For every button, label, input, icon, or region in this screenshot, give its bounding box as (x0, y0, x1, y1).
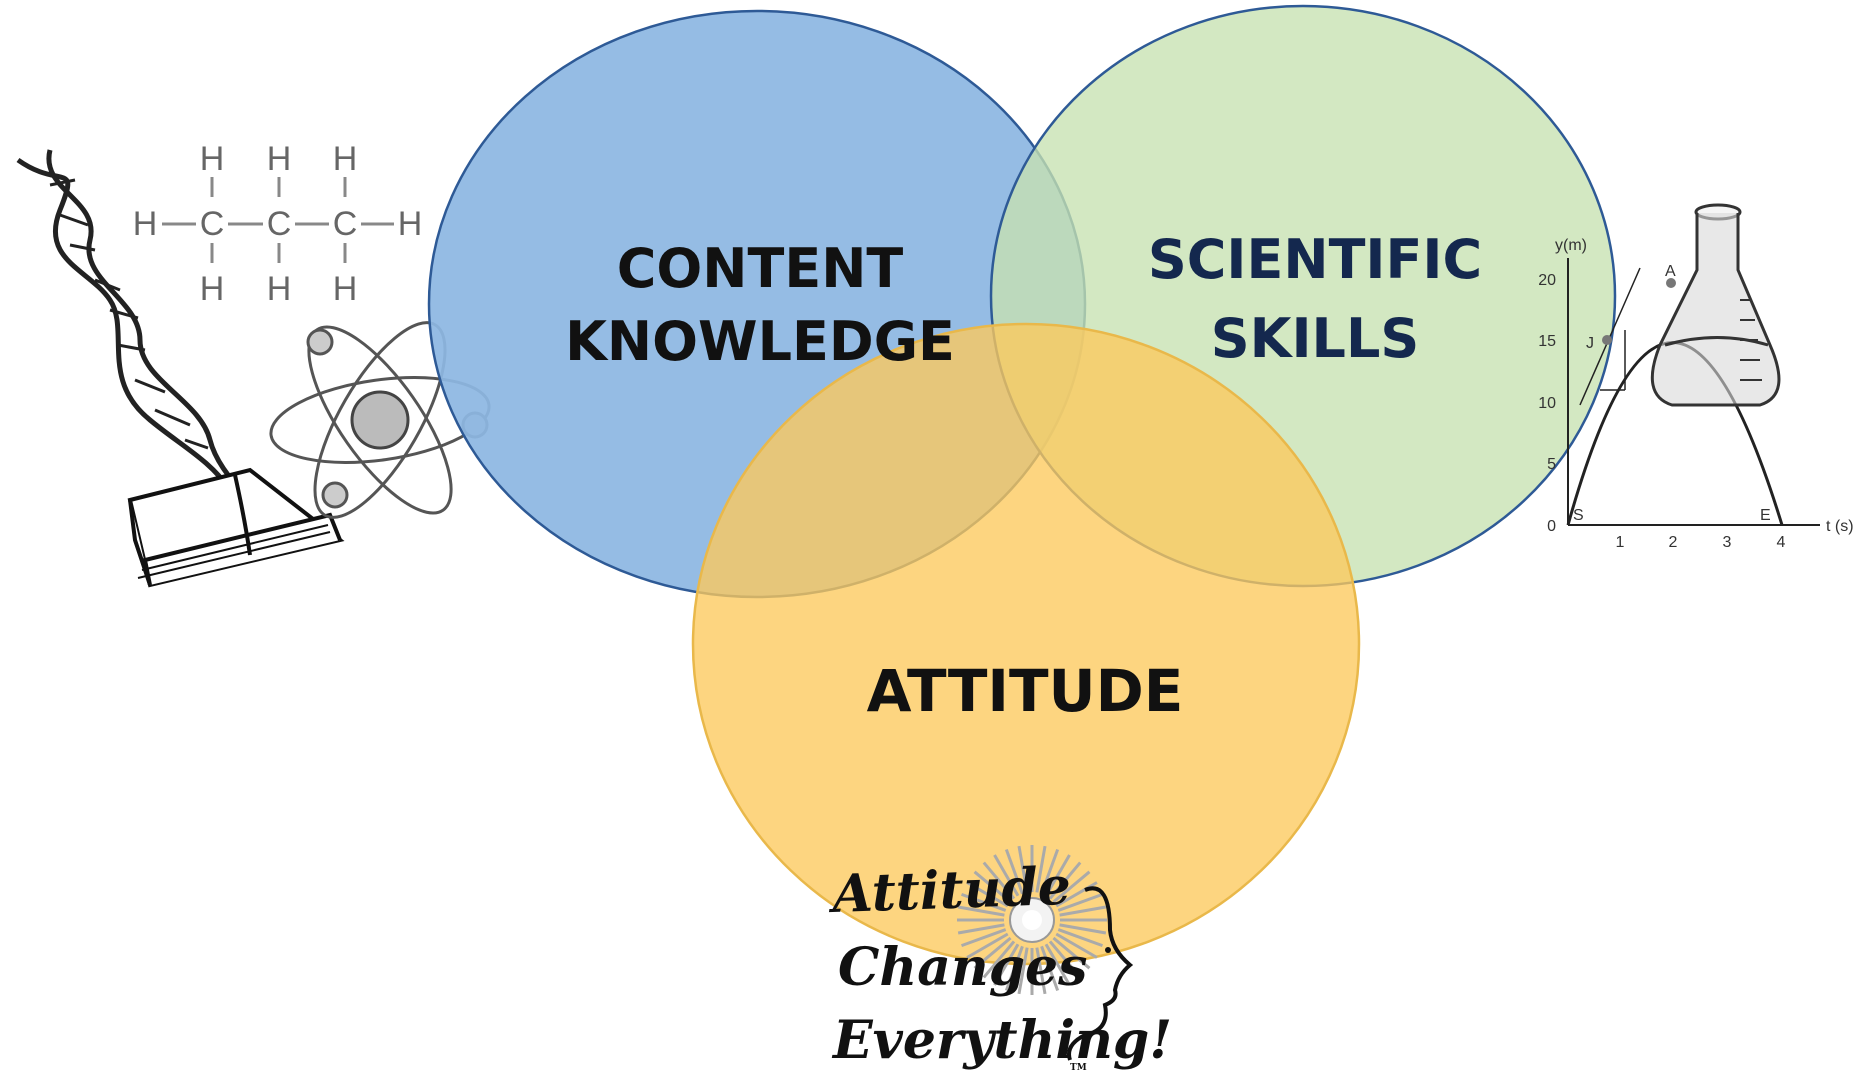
sun-ray (961, 928, 1007, 948)
sun-ray (1035, 845, 1047, 893)
sun-ray (966, 932, 1009, 959)
sun-ray (1044, 943, 1071, 986)
content-knowledge-label-line2: KNOWLEDGE (565, 310, 955, 373)
graph-x-tick: 3 (1723, 534, 1732, 551)
atom-h: H (267, 270, 292, 308)
sun-ray (1004, 945, 1024, 991)
atom-h: H (333, 270, 358, 308)
atom-h: H (133, 205, 158, 243)
graph-y-tick: 15 (1538, 333, 1556, 350)
sun-ray (993, 943, 1020, 986)
sun-ray (982, 861, 1016, 900)
sun-ray (1017, 947, 1029, 995)
logo-tm: TM (1070, 1063, 1087, 1072)
scientific-skills-label-line1: SCIENTIFIC (1148, 228, 1482, 291)
flask-icon (1650, 203, 1781, 407)
book-icon (127, 467, 345, 588)
logo-line2: Changes (838, 937, 1087, 998)
sun-ray (1057, 928, 1103, 948)
atom-h: H (333, 140, 358, 178)
sun-ray (1048, 940, 1082, 979)
sun-ray (957, 905, 1005, 917)
attitude-label: ATTITUDE (867, 657, 1184, 725)
atom-c: C (200, 205, 225, 243)
graph-point-label: J (1586, 335, 1594, 352)
sun-ray (1059, 905, 1107, 917)
sun-ray (1035, 947, 1047, 995)
atom-h: H (398, 205, 423, 243)
atom-c: C (333, 205, 358, 243)
graph-point-label: E (1760, 507, 1771, 524)
sun-ray (973, 870, 1012, 904)
graph-y-tick: 10 (1538, 395, 1556, 412)
graph-point-label: A (1665, 263, 1676, 280)
sun-ray (1044, 854, 1071, 897)
sun-ray (973, 936, 1012, 970)
sun-ray (1004, 849, 1024, 895)
sun-ray (993, 854, 1020, 897)
sun-ray (957, 923, 1005, 935)
graph-x-tick: 1 (1616, 534, 1625, 551)
atom-h: H (200, 270, 225, 308)
attitude-circle (691, 322, 1361, 966)
attitude-logo: Attitude Changes Everything! TM (826, 856, 1172, 1072)
atom-h: H (200, 140, 225, 178)
sun-ray (982, 940, 1016, 979)
sun-ray (1055, 881, 1098, 908)
sun-ray (1017, 845, 1029, 893)
sun-ray (1052, 870, 1091, 904)
propane-molecule: H H H H C C C H H H H (133, 140, 423, 308)
sun-ray (1055, 932, 1098, 959)
sun-ray (1048, 861, 1082, 900)
venn-circles (427, 4, 1617, 966)
graph-y-tick: 5 (1547, 456, 1556, 473)
graph-x-label: t (s) (1826, 518, 1854, 535)
sun-ray (961, 892, 1007, 912)
scientific-skills-label-line2: SKILLS (1211, 307, 1420, 370)
sun-ray (1052, 936, 1091, 970)
graph-point-label: S (1573, 507, 1584, 524)
graph-y-tick: 20 (1538, 272, 1556, 289)
sun-head-icon (957, 845, 1134, 1061)
graph-x-tick: 4 (1777, 534, 1786, 551)
sun-ray (1040, 945, 1060, 991)
atom-h: H (267, 140, 292, 178)
graph-y-tick: 0 (1547, 518, 1556, 535)
sun-ray (1057, 892, 1103, 912)
graph-x-tick: 2 (1669, 534, 1678, 551)
sun-ray (1040, 849, 1060, 895)
sun-ray (1059, 923, 1107, 935)
graph-y-label: y(m) (1555, 237, 1587, 254)
sun-ray (966, 881, 1009, 908)
content-knowledge-label-line1: CONTENT (617, 237, 904, 300)
atom-c: C (267, 205, 292, 243)
logo-line3: Everything! (831, 1010, 1172, 1071)
logo-line1: Attitude (826, 856, 1071, 925)
dna-helix-icon (16, 149, 252, 502)
